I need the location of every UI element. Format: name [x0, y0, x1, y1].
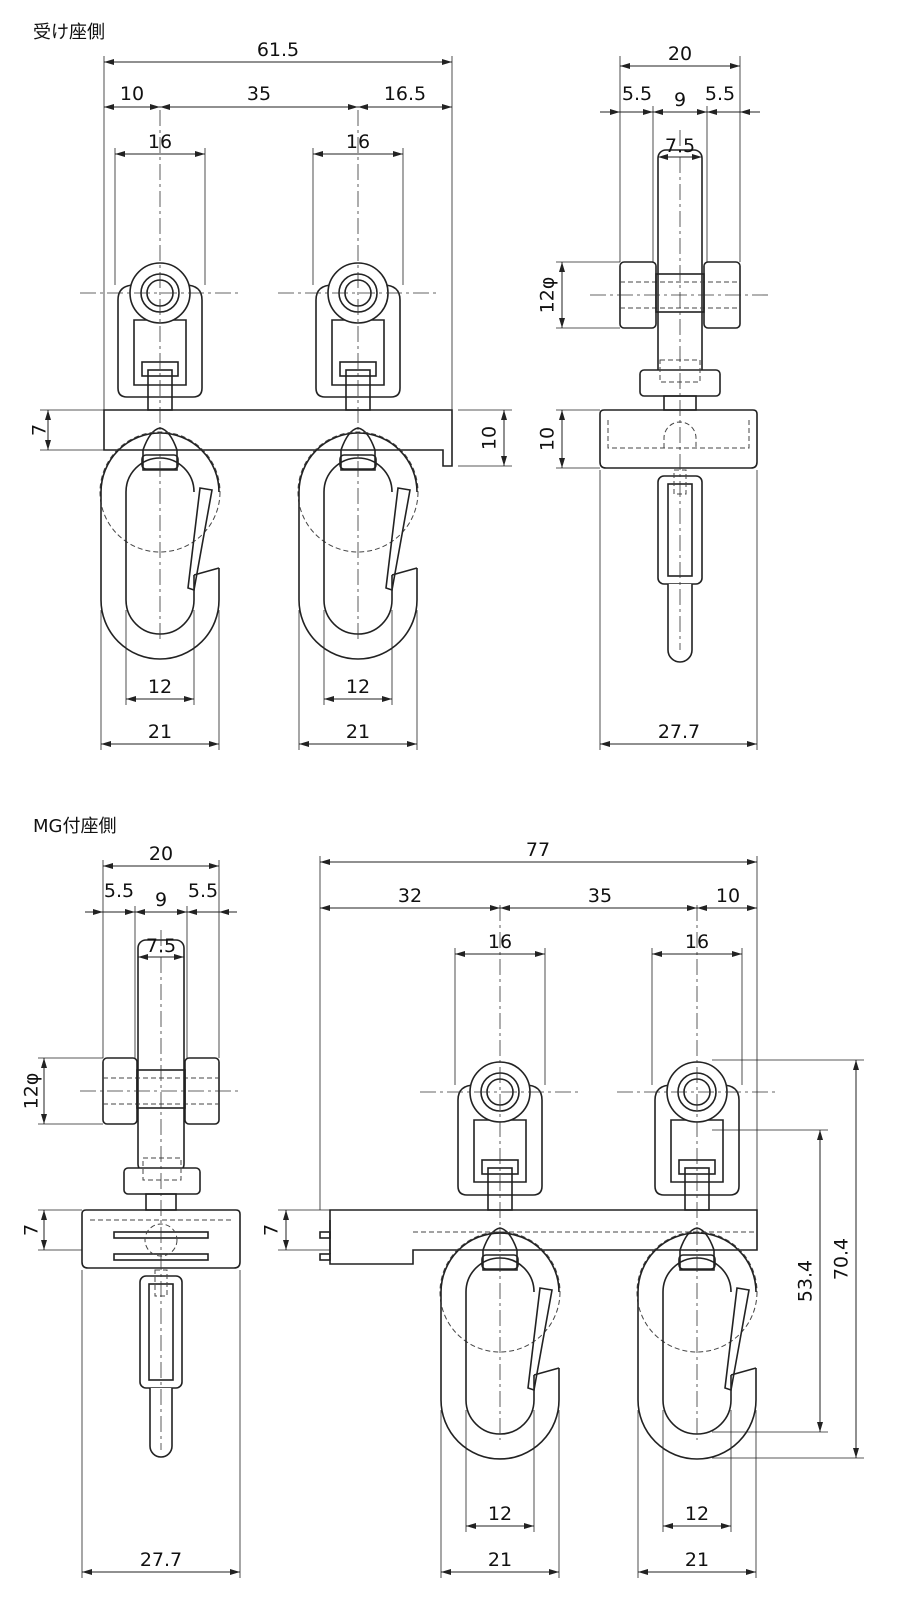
dim-mg-pitch: 35 [588, 885, 612, 907]
dim-receiver-bracket-10: 10 [479, 426, 501, 450]
dim-receiver-side-20: 20 [668, 43, 692, 65]
mg-hook-1 [439, 1231, 561, 1460]
dim-mg-right: 10 [716, 885, 740, 907]
dim-receiver-hook-12-1: 12 [148, 676, 172, 698]
dim-mg-plate-7: 7 [261, 1224, 283, 1236]
receiver-hook-1 [99, 431, 221, 660]
dim-receiver-width-16-2: 16 [346, 131, 370, 153]
dim-mg-total: 77 [526, 839, 550, 861]
receiver-front-view: 61.5 10 35 16.5 16 16 7 10 12 [29, 39, 512, 750]
dim-mg-side-diameter: 12φ [21, 1073, 43, 1110]
dim-receiver-side-7-5: 7.5 [665, 135, 695, 157]
mg-side-view: 20 5.5 9 5.5 7.5 12φ 7 27.7 [21, 843, 241, 1578]
section-title-receiver: 受け座側 [33, 22, 105, 43]
dim-receiver-width-16-1: 16 [148, 131, 172, 153]
dim-mg-53-4: 53.4 [795, 1260, 817, 1302]
dim-receiver-plate-7: 7 [29, 424, 51, 436]
dim-mg-hook-21-1: 21 [488, 1549, 512, 1571]
dim-receiver-right: 16.5 [384, 83, 426, 105]
dim-receiver-side-5-5-b: 5.5 [705, 83, 735, 105]
dim-mg-hook-12-1: 12 [488, 1503, 512, 1525]
dim-mg-side-7-5: 7.5 [146, 935, 176, 957]
dim-mg-hook-12-2: 12 [685, 1503, 709, 1525]
dim-receiver-side-27-7: 27.7 [658, 721, 700, 743]
dim-mg-width-16-2: 16 [685, 931, 709, 953]
dim-receiver-hook-21-1: 21 [148, 721, 172, 743]
receiver-side-view: 20 5.5 9 5.5 7.5 12φ 10 27.7 [537, 43, 770, 750]
section-title-mg: MG付座側 [33, 816, 117, 837]
dim-receiver-total: 61.5 [257, 39, 299, 61]
dim-receiver-side-9: 9 [674, 89, 686, 111]
dim-mg-width-16-1: 16 [488, 931, 512, 953]
receiver-hook-2 [297, 431, 419, 660]
dim-mg-left: 32 [398, 885, 422, 907]
dim-mg-side-20: 20 [149, 843, 173, 865]
dim-receiver-side-5-5-a: 5.5 [622, 83, 652, 105]
dim-mg-70-4: 70.4 [831, 1238, 853, 1280]
mg-front-view: 77 32 35 10 16 16 7 53.4 70.4 [261, 839, 864, 1578]
dim-receiver-side-10: 10 [537, 427, 559, 451]
dim-receiver-left: 10 [120, 83, 144, 105]
dim-receiver-hook-21-2: 21 [346, 721, 370, 743]
dim-mg-side-27-7: 27.7 [140, 1549, 182, 1571]
dim-mg-hook-21-2: 21 [685, 1549, 709, 1571]
dim-receiver-pitch: 35 [247, 83, 271, 105]
dim-mg-side-7: 7 [21, 1224, 43, 1236]
mg-plate [329, 1209, 758, 1265]
dim-mg-side-9: 9 [155, 889, 167, 911]
dim-mg-side-5-5-a: 5.5 [104, 880, 134, 902]
dim-receiver-side-diameter: 12φ [537, 277, 559, 314]
dim-mg-side-5-5-b: 5.5 [188, 880, 218, 902]
dim-receiver-hook-12-2: 12 [346, 676, 370, 698]
